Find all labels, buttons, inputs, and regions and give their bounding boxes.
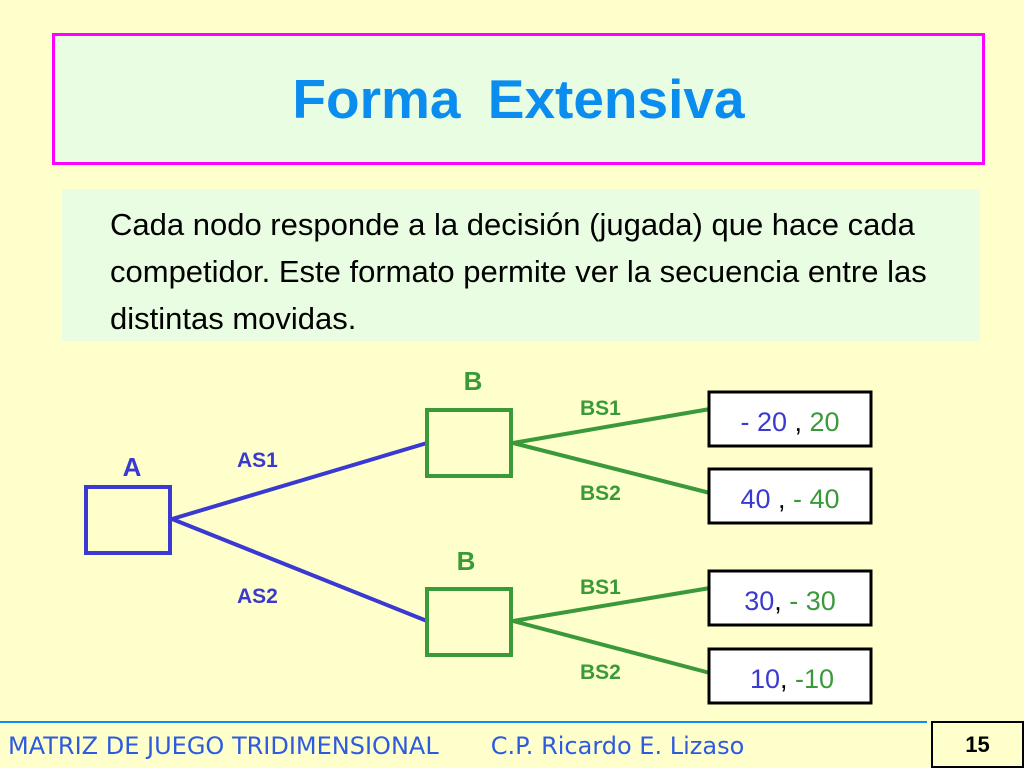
- slide-title: Forma Extensiva: [292, 68, 745, 130]
- node-a: [84, 485, 172, 555]
- label-as2: AS2: [237, 585, 278, 608]
- footer-author: C.P. Ricardo E. Lizaso: [490, 731, 745, 760]
- node-b-upper: [425, 408, 513, 478]
- edge-upper-bs1: [512, 407, 711, 445]
- description-box: Cada nodo responde a la decisión (jugada…: [62, 189, 980, 341]
- game-tree: A B B AS1 AS2 BS1 BS2 BS1 BS2 - 20 , 20 …: [84, 366, 873, 705]
- payoff-4-b: -10: [795, 664, 834, 694]
- payoff-text-1: - 20 , 20: [740, 407, 839, 437]
- page-number: 15: [931, 721, 1024, 768]
- node-b-lower: [425, 587, 513, 657]
- label-node-a: A: [123, 452, 142, 482]
- label-upper-bs1: BS1: [580, 397, 621, 420]
- edge-lower-bs1: [512, 586, 711, 623]
- payoff-1-a: - 20: [740, 407, 787, 437]
- description-text: Cada nodo responde a la decisión (jugada…: [110, 207, 927, 336]
- payoff-2-sep: ,: [771, 484, 794, 514]
- edge-upper-bs2: [512, 441, 711, 495]
- payoff-3-a: 30: [744, 586, 774, 616]
- label-as1: AS1: [237, 449, 278, 472]
- payoff-3-b: - 30: [789, 586, 836, 616]
- payoff-3-sep: ,: [774, 586, 789, 616]
- label-upper-bs2: BS2: [580, 482, 621, 505]
- label-lower-bs2: BS2: [580, 661, 621, 684]
- edge-as2: [171, 517, 428, 623]
- label-node-b-upper: B: [464, 366, 483, 396]
- payoff-4-a: 10: [750, 664, 780, 694]
- payoff-2-b: - 40: [793, 484, 840, 514]
- edge-lower-bs2: [512, 619, 711, 675]
- payoff-text-3: 30, - 30: [744, 586, 836, 616]
- payoff-box-2: [707, 467, 873, 525]
- title-box: Forma Extensiva: [52, 33, 985, 165]
- payoff-text-2: 40 , - 40: [740, 484, 839, 514]
- label-lower-bs1: BS1: [580, 576, 621, 599]
- label-node-b-lower: B: [457, 546, 476, 576]
- payoff-box-4: [707, 647, 873, 705]
- payoff-box-1: [707, 390, 873, 448]
- footer-title: MATRIZ DE JUEGO TRIDIMENSIONAL: [8, 731, 439, 760]
- payoff-4-sep: ,: [780, 664, 795, 694]
- edge-as1: [171, 441, 428, 521]
- payoff-1-b: 20: [810, 407, 840, 437]
- payoff-box-3: [707, 569, 873, 627]
- payoff-1-sep: ,: [787, 407, 810, 437]
- footer: MATRIZ DE JUEGO TRIDIMENSIONAL C.P. Rica…: [0, 721, 927, 768]
- payoff-text-4: 10, -10: [750, 664, 834, 694]
- payoff-2-a: 40: [740, 484, 770, 514]
